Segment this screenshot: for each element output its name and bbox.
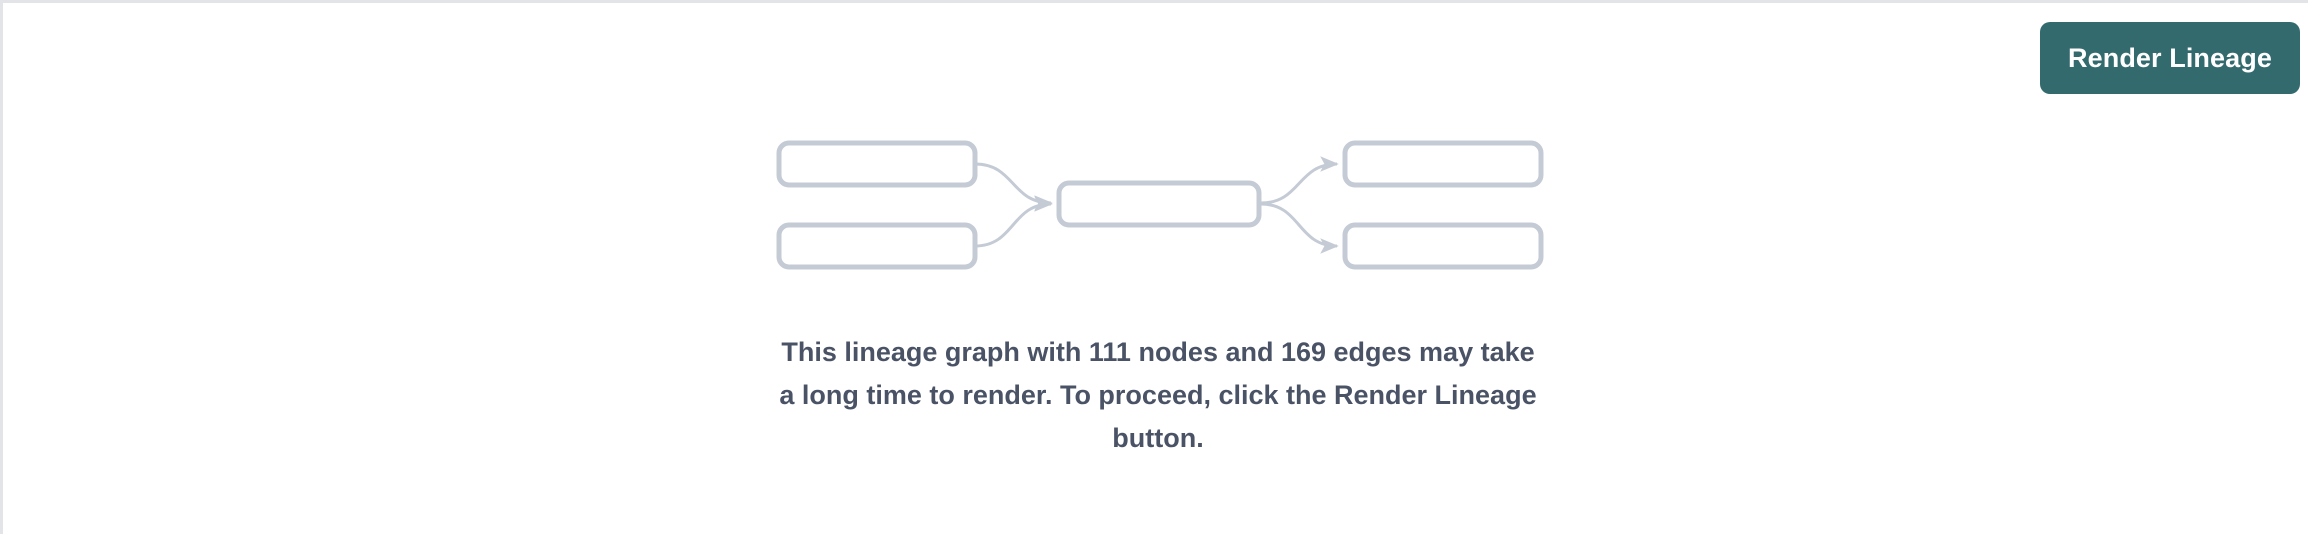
- edge-upstream1-to-center: [974, 162, 1053, 211]
- placeholder-node-downstream-2: [1342, 222, 1544, 270]
- placeholder-node-upstream-2: [776, 222, 978, 270]
- edge-center-to-downstream2: [1260, 202, 1339, 254]
- edge-center-to-downstream1: [1260, 156, 1339, 205]
- edge-upstream2-to-center: [974, 196, 1053, 248]
- placeholder-node-center: [1056, 180, 1262, 228]
- placeholder-node-upstream-1: [776, 140, 978, 188]
- lineage-size-warning-message: This lineage graph with 111 nodes and 16…: [779, 337, 1537, 453]
- placeholder-node-downstream-1: [1342, 140, 1544, 188]
- render-lineage-button[interactable]: Render Lineage: [2040, 22, 2300, 94]
